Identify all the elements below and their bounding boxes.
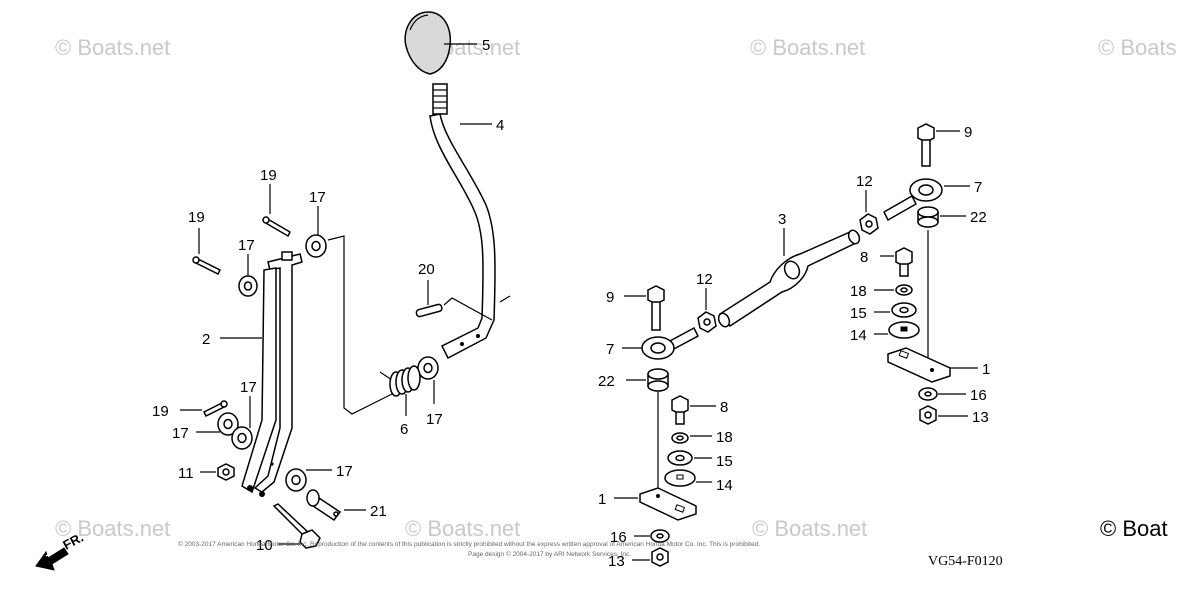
leader-line <box>443 297 493 321</box>
washer-17-part[interactable] <box>238 275 258 297</box>
washer-15-part[interactable] <box>891 302 917 318</box>
callout-10: 10 <box>256 537 273 554</box>
callout-14: 14 <box>716 477 733 494</box>
callout-16: 16 <box>970 387 987 404</box>
callout-20: 20 <box>418 261 435 278</box>
callout-19: 19 <box>188 209 205 226</box>
pin-21-part[interactable] <box>306 489 342 522</box>
callout-22: 22 <box>598 373 615 390</box>
pin-19-low-part[interactable] <box>202 400 228 418</box>
callout-13: 13 <box>608 553 625 570</box>
callout-19: 19 <box>260 167 277 184</box>
callout-7: 7 <box>606 341 614 358</box>
callout-16: 16 <box>610 529 627 546</box>
copyright-line: © 2003-2017 American Honda Motor Co. Inc… <box>178 540 760 548</box>
diagram-code: VG54-F0120 <box>928 554 1003 569</box>
callout-2: 2 <box>202 331 210 348</box>
pin-20-part[interactable] <box>415 303 443 318</box>
nut-13-part[interactable] <box>651 547 669 567</box>
leader-line <box>499 295 511 303</box>
washer-15-part[interactable] <box>667 450 693 466</box>
collar-22-part[interactable] <box>647 368 669 392</box>
leader-line <box>327 235 393 415</box>
watermark: © Boats.net <box>55 516 170 541</box>
callout-17: 17 <box>336 463 353 480</box>
watermark: © Boats.net <box>752 516 867 541</box>
callout-18: 18 <box>716 429 733 446</box>
watermark: © Boats <box>1098 35 1177 60</box>
nut-12-part[interactable] <box>697 311 717 333</box>
callout-3: 3 <box>778 211 786 228</box>
washer-18-part[interactable] <box>671 432 689 444</box>
watermarks: © Boats.net © Boats.net © Boats.net © Bo… <box>55 35 1177 541</box>
callout-6: 6 <box>400 421 408 438</box>
rod-end-7-part[interactable] <box>641 326 699 360</box>
bolt-10-part[interactable] <box>272 503 321 549</box>
washer-17-part[interactable] <box>305 234 327 258</box>
plate-1-part[interactable] <box>639 487 697 521</box>
callout-22: 22 <box>970 209 987 226</box>
callout-14: 14 <box>850 327 867 344</box>
copyright-line: Page design © 2004-2017 by ARI Network S… <box>468 550 631 558</box>
washer-14-part[interactable] <box>664 469 696 487</box>
washer-17-part[interactable] <box>231 426 253 450</box>
callout-19: 19 <box>152 403 169 420</box>
washer-17-part[interactable] <box>417 356 439 380</box>
callout-13: 13 <box>972 409 989 426</box>
bolt-9-part[interactable] <box>917 123 935 167</box>
callout-12: 12 <box>696 271 713 288</box>
washer-16-part[interactable] <box>918 387 938 401</box>
knob-part[interactable] <box>404 11 452 75</box>
callout-17: 17 <box>309 189 326 206</box>
callout-8: 8 <box>860 249 868 266</box>
watermark: © Boats.net <box>750 35 865 60</box>
callout-12: 12 <box>856 173 873 190</box>
callout-5: 5 <box>482 37 490 54</box>
pin-19-top-part[interactable] <box>262 216 291 238</box>
callout-18: 18 <box>850 283 867 300</box>
bolt-8-part[interactable] <box>671 395 689 425</box>
corner-watermark: © Boat <box>1100 516 1168 541</box>
washer-17-part[interactable] <box>285 468 307 492</box>
nut-13-part[interactable] <box>919 405 937 425</box>
callout-17: 17 <box>240 379 257 396</box>
plate-1-part[interactable] <box>887 347 951 383</box>
callout-11: 11 <box>178 465 194 482</box>
callout-17: 17 <box>426 411 443 428</box>
watermark: © Boats.net <box>55 35 170 60</box>
callout-15: 15 <box>716 453 733 470</box>
nut-11-part[interactable] <box>217 463 235 481</box>
nut-12-part[interactable] <box>859 213 879 235</box>
washer-14-part[interactable] <box>888 321 920 339</box>
callout-7: 7 <box>974 179 982 196</box>
shift-rod-part[interactable] <box>717 229 862 329</box>
callout-4: 4 <box>496 117 504 134</box>
spring-part[interactable] <box>379 365 421 397</box>
callout-21: 21 <box>370 503 387 520</box>
callout-1: 1 <box>982 361 990 378</box>
collar-22-part[interactable] <box>917 206 939 228</box>
washer-17-part[interactable] <box>217 412 239 436</box>
washer-18-part[interactable] <box>895 284 913 296</box>
pin-19-left-part[interactable] <box>192 256 222 276</box>
callout-8: 8 <box>720 399 728 416</box>
shift-lever-part[interactable] <box>429 83 496 360</box>
washer-16-part[interactable] <box>650 529 670 543</box>
callout-9: 9 <box>606 289 614 306</box>
callout-17: 17 <box>238 237 255 254</box>
callout-17: 17 <box>172 425 189 442</box>
bolt-8-part[interactable] <box>895 247 913 277</box>
bolt-9-part[interactable] <box>647 285 665 331</box>
rod-end-7-part[interactable] <box>883 178 943 222</box>
callout-9: 9 <box>964 124 972 141</box>
watermark: © Boats.net <box>405 516 520 541</box>
callout-15: 15 <box>850 305 867 322</box>
bracket-part[interactable] <box>241 251 303 497</box>
callout-1: 1 <box>598 491 606 508</box>
